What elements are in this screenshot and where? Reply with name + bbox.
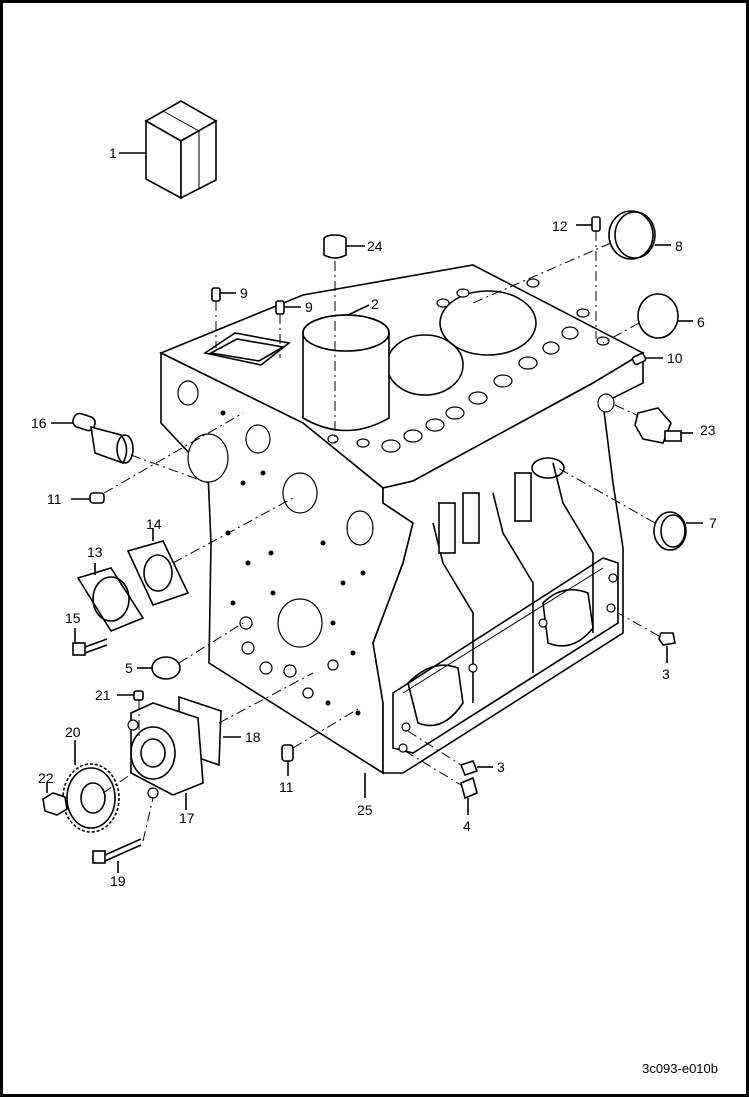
- part-8-plug: [472, 210, 671, 304]
- part-22-nut: [42, 783, 68, 816]
- callout-16: 16: [31, 415, 47, 431]
- part-7-seal: [557, 467, 703, 551]
- callout-18: 18: [245, 729, 261, 745]
- callout-11-left: 11: [47, 491, 62, 507]
- cylinder-liner: [302, 314, 390, 432]
- part-3-nut-lower: [407, 730, 493, 776]
- exploded-parts-diagram: 1 2 3 3 4 5 6 7 8 9 9 10 11 11 12 13 14 …: [31, 100, 717, 889]
- part-15-bolt: [72, 628, 108, 656]
- part-23-sensor: [597, 393, 693, 444]
- part-16-fitting: [51, 412, 209, 484]
- callout-3-lower: 3: [497, 759, 505, 775]
- callout-labels: 1 2 3 3 4 5 6 7 8 9 9 10 11 11 12 13 14 …: [31, 145, 717, 889]
- block-face-holes: [177, 380, 374, 716]
- callout-3-right: 3: [662, 666, 670, 682]
- part-6-plug: [602, 293, 693, 344]
- callout-4: 4: [463, 818, 471, 834]
- part-12-pin: [576, 216, 601, 339]
- callout-9-left: 9: [240, 285, 248, 301]
- part-19-bolt: [92, 797, 154, 873]
- callout-2: 2: [371, 296, 379, 312]
- cylinder-block: [159, 264, 645, 798]
- callout-9-right: 9: [305, 299, 313, 315]
- callout-22: 22: [38, 770, 54, 786]
- crankcase-webs: [392, 457, 619, 754]
- callout-12: 12: [552, 218, 568, 234]
- part-20-gear: [62, 740, 134, 833]
- callout-20: 20: [65, 724, 81, 740]
- part-11-pin-lower: [281, 708, 359, 776]
- callout-23: 23: [700, 422, 716, 438]
- callout-19: 19: [110, 873, 126, 889]
- callout-5: 5: [125, 660, 133, 676]
- callout-11-lower: 11: [279, 779, 294, 795]
- part-kit-box: [119, 100, 218, 200]
- callout-25: 25: [357, 802, 373, 818]
- figure-id: 3c093-e010b: [642, 1061, 718, 1076]
- callout-14: 14: [146, 516, 162, 532]
- part-14-gasket: [126, 497, 294, 606]
- callout-21: 21: [95, 687, 111, 703]
- part-9-pins: [211, 287, 301, 358]
- part-13-cover: [76, 563, 145, 632]
- callout-10: 10: [667, 350, 683, 366]
- callout-6: 6: [697, 314, 705, 330]
- part-10-pin: [631, 352, 663, 366]
- callout-8: 8: [675, 238, 683, 254]
- part-11-pin-left: [71, 412, 244, 504]
- part-4-nut: [404, 750, 478, 815]
- part-17-oil-pump: [127, 702, 204, 810]
- callout-7: 7: [709, 515, 717, 531]
- part-24-plug: [323, 234, 365, 443]
- callout-13: 13: [87, 544, 103, 560]
- callout-24: 24: [367, 238, 383, 254]
- part-3-nut-right: [617, 612, 676, 663]
- callout-1: 1: [109, 145, 117, 161]
- part-21-pin: [117, 690, 144, 738]
- part-5-oring: [137, 622, 244, 680]
- callout-17: 17: [179, 810, 195, 826]
- callout-15: 15: [65, 610, 81, 626]
